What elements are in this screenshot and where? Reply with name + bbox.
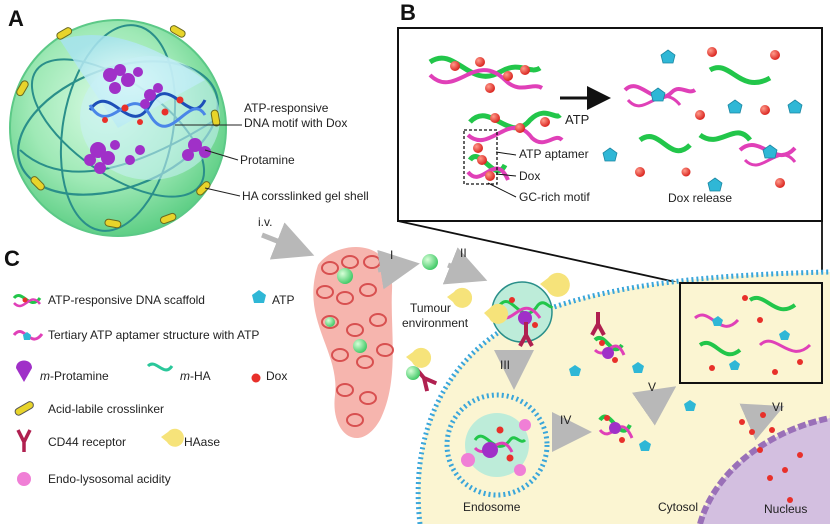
legend-atp: ATP — [272, 293, 295, 307]
tumour-label-line2: environment — [402, 316, 469, 330]
atp-arrow-label: ATP — [565, 112, 590, 127]
legend-scaffold: ATP-responsive DNA scaffold — [48, 293, 205, 307]
protamine-label: Protamine — [240, 153, 295, 167]
gc-rich-label: GC-rich motif — [519, 190, 590, 204]
cd44-receptors — [414, 312, 606, 392]
legend-dox: Dox — [266, 369, 288, 383]
nanogel-illustration — [9, 19, 242, 237]
step-iv-label: IV — [560, 413, 572, 427]
aptamer-label: ATP aptamer — [519, 147, 589, 161]
shell-label: HA corsslinked gel shell — [242, 189, 369, 203]
step-v-label: V — [648, 380, 657, 394]
legend-acidity: Endo-lysosomal acidity — [48, 472, 171, 486]
legend-cd44: CD44 receptor — [48, 435, 127, 449]
endosome-vesicle — [444, 392, 550, 498]
step-iii-label: III — [500, 358, 511, 372]
dox-release-label: Dox release — [668, 191, 733, 205]
legend-crosslinker: Acid-labile crosslinker — [48, 402, 165, 416]
motif-label-line2: DNA motif with Dox — [244, 116, 348, 130]
free-nanogel — [422, 254, 438, 270]
panel-label-b: B — [400, 0, 416, 25]
step-i-label: I — [390, 248, 394, 262]
panel-label-a: A — [8, 6, 24, 31]
legend-haase: HAase — [184, 435, 221, 449]
panel-label-c: C — [4, 246, 20, 271]
motif-label-line1: ATP-responsive — [244, 101, 329, 115]
blood-vessel — [313, 247, 394, 439]
tumour-label-line1: Tumour — [410, 301, 451, 315]
dox-release-group — [602, 47, 803, 192]
dna-scaffold-group — [428, 55, 564, 198]
step-ii-label: II — [460, 246, 467, 260]
legend-ha-text: -HA — [190, 369, 211, 383]
dox-label-b: Dox — [519, 169, 541, 183]
endosome-label: Endosome — [463, 500, 521, 514]
nucleus-label: Nucleus — [764, 502, 808, 516]
cytosol-label: Cytosol — [658, 500, 699, 514]
legend-icons — [12, 290, 266, 486]
legend-tertiary: Tertiary ATP aptamer structure with ATP — [48, 328, 260, 342]
legend-ha: m-HA — [180, 369, 211, 383]
panel-b-box — [397, 27, 823, 284]
zoom-inset — [679, 282, 823, 384]
step-vi-label: VI — [772, 400, 784, 414]
legend-protamine: m-Protamine — [40, 369, 109, 383]
cytosol-scaffolds — [569, 335, 803, 503]
degrading-nanogel — [406, 272, 570, 368]
nanogel-near-receptor — [406, 366, 420, 380]
legend-protamine-text: -Protamine — [50, 369, 109, 383]
legend-m-italic-ha: m — [180, 369, 190, 383]
legend-m-italic: m — [40, 369, 50, 383]
iv-label: i.v. — [258, 215, 273, 229]
